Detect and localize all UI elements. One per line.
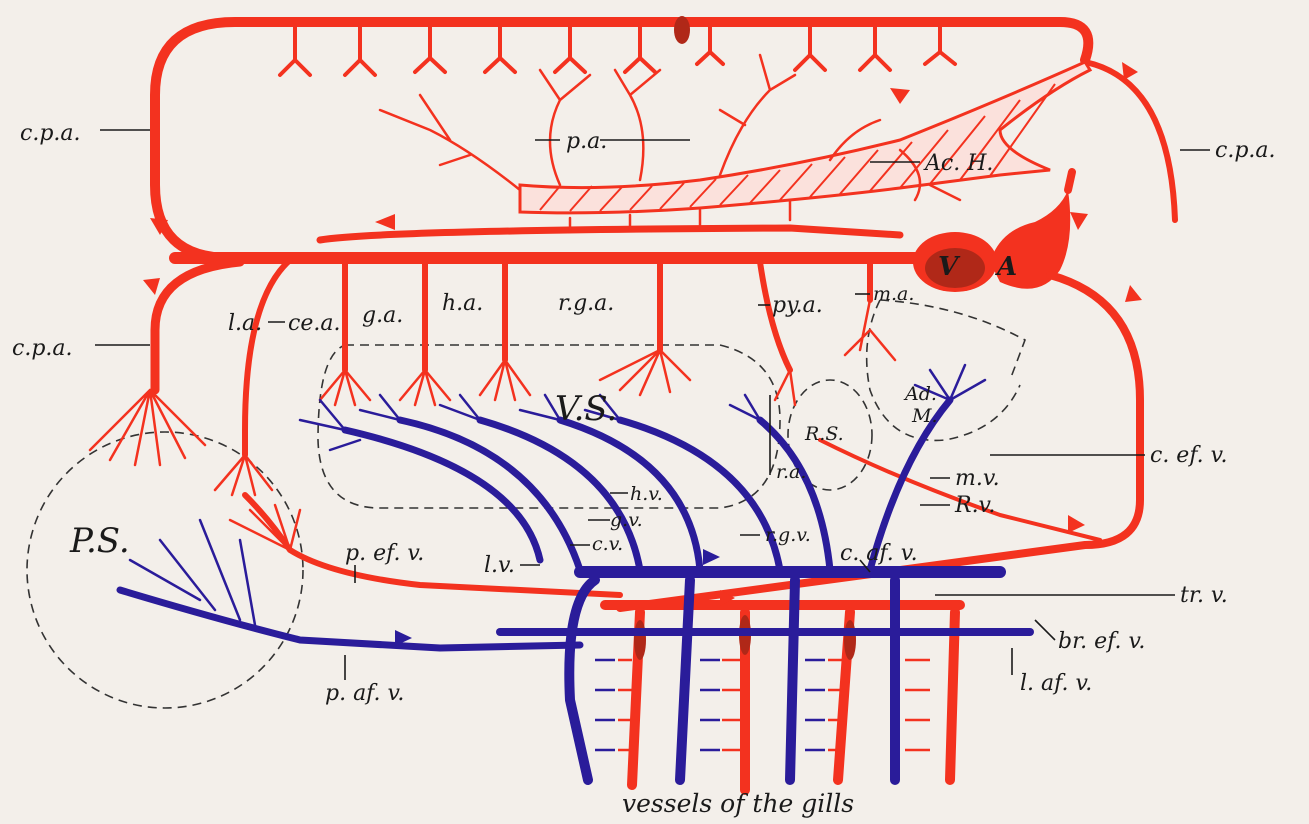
label-ha: h.a. xyxy=(442,291,483,316)
label-vs: V.S. xyxy=(555,389,617,429)
label-mv: m.v. xyxy=(955,466,1000,491)
label-rgv: r.g.v. xyxy=(765,524,811,546)
label-heart-a: A xyxy=(994,252,1017,282)
label-cv: c.v. xyxy=(592,533,623,555)
label-adm-1: Ad. xyxy=(903,383,937,405)
arrow xyxy=(375,214,395,230)
label-pefv: p. ef. v. xyxy=(345,541,424,566)
adm-arrow-line xyxy=(880,300,1025,380)
arrow xyxy=(703,549,720,565)
atrium-stem xyxy=(1068,172,1072,190)
label-hv: h.v. xyxy=(630,483,663,505)
label-rs: R.S. xyxy=(804,423,844,445)
arrow xyxy=(143,278,160,295)
label-trv: tr. v. xyxy=(1180,583,1228,608)
adm-outline xyxy=(867,300,1020,440)
label-ps: P.S. xyxy=(69,521,130,561)
label-cafv: c. af. v. xyxy=(840,541,918,566)
label-ach: Ac. H. xyxy=(923,151,993,176)
label-lv: l.v. xyxy=(484,553,515,578)
pafv-vessel xyxy=(120,590,580,648)
label-ra: r.a. xyxy=(776,461,806,483)
aorta-upper-branch xyxy=(320,228,900,240)
vein-tufts xyxy=(300,365,985,450)
label-adm-2: M. xyxy=(911,405,938,427)
label-lafv: l. af. v. xyxy=(1020,671,1092,696)
label-cpa-top-left: c.p.a. xyxy=(20,121,81,146)
label-ma: m.a. xyxy=(873,283,914,305)
top-dark-dot xyxy=(674,16,690,44)
label-la: l.a. xyxy=(228,311,262,336)
la-branch xyxy=(245,260,290,455)
label-cea: ce.a. xyxy=(288,311,340,336)
ps-outline xyxy=(27,432,303,708)
label-ga: g.a. xyxy=(362,303,403,328)
gill-red-dark xyxy=(634,615,856,660)
label-cpa-left-lower: c.p.a. xyxy=(12,336,73,361)
label-cpa-top-right: c.p.a. xyxy=(1215,138,1276,163)
labels: c.p.a. c.p.a. c.p.a. p.a. Ac. H. V A l.a… xyxy=(12,121,1276,818)
arrow xyxy=(1125,285,1142,302)
arrow xyxy=(1070,212,1088,230)
label-rga: r.g.a. xyxy=(558,291,614,316)
label-cefv: c. ef. v. xyxy=(1150,443,1227,468)
arrow xyxy=(1122,62,1138,80)
vs-outline xyxy=(318,345,780,508)
label-heart-v: V xyxy=(938,252,961,282)
arrow xyxy=(1068,515,1085,533)
label-gv: g.v. xyxy=(610,509,643,531)
arrow xyxy=(890,88,910,104)
label-pya: py.a. xyxy=(772,293,823,318)
label-pafv: p. af. v. xyxy=(325,681,404,706)
label-rv: R.v. xyxy=(954,493,995,518)
leader-lines xyxy=(95,130,1210,680)
gill-combs xyxy=(595,660,930,750)
caption: vessels of the gills xyxy=(622,789,854,818)
cpa-right xyxy=(1085,62,1175,220)
label-brefv: br. ef. v. xyxy=(1058,629,1145,654)
label-pa: p.a. xyxy=(566,129,607,154)
top-spikes xyxy=(280,25,955,75)
